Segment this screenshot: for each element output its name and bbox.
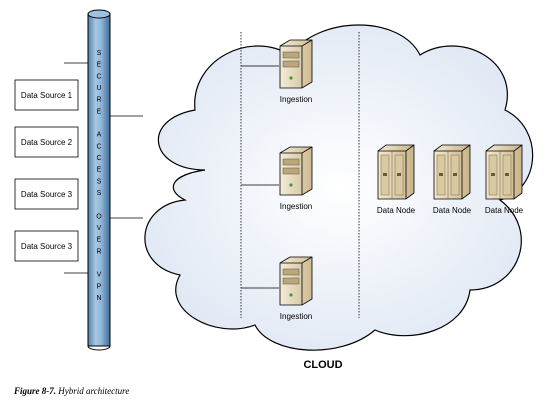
server-icon	[279, 39, 313, 89]
svg-text:Data Source 3: Data Source 3	[21, 242, 73, 251]
rack-server-icon	[485, 144, 523, 200]
figure-number: Figure 8-7.	[14, 386, 57, 396]
svg-text:Data Node: Data Node	[377, 206, 416, 215]
pipe-letter: S	[97, 178, 102, 185]
data-source-box: Data Source 1	[14, 79, 79, 111]
svg-text:Ingestion: Ingestion	[280, 95, 312, 104]
svg-text:Data Node: Data Node	[433, 206, 472, 215]
ingestion-server: Ingestion	[279, 146, 313, 211]
pipe-letter: A	[97, 132, 102, 139]
svg-text:Ingestion: Ingestion	[280, 202, 312, 211]
ingestion-server: Ingestion	[279, 256, 313, 321]
cloud-label: CLOUD	[303, 359, 342, 371]
data-source-box: Data Source 2	[14, 126, 79, 158]
pipe-letter: C	[96, 143, 101, 150]
data-node-server: Data Node	[377, 144, 416, 215]
pipe-letter: V	[97, 225, 102, 232]
pipe-letter: E	[97, 62, 102, 69]
svg-text:Ingestion: Ingestion	[280, 312, 312, 321]
cloud	[144, 24, 534, 351]
rack-server-icon	[377, 144, 415, 200]
server-icon	[279, 256, 313, 306]
svg-text:Data Source 2: Data Source 2	[21, 138, 73, 147]
pipe-letter: E	[97, 167, 102, 174]
pipe-letter: O	[96, 213, 102, 220]
pipe-letter: U	[96, 85, 101, 92]
pipe-letter: R	[96, 248, 101, 255]
data-source-box: Data Source 3	[14, 230, 79, 262]
pipe-letter: V	[97, 272, 102, 279]
pipe-connectors	[64, 62, 279, 289]
pipe-letter: E	[97, 237, 102, 244]
svg-text:Data Node: Data Node	[485, 206, 524, 215]
data-node-server: Data Node	[485, 144, 524, 215]
figure-caption: Figure 8-7. Hybrid architecture	[14, 386, 129, 396]
pipe-letter: C	[96, 73, 101, 80]
figure-title: Hybrid architecture	[58, 386, 130, 396]
rack-server-icon	[433, 144, 471, 200]
pipe-letter: S	[97, 50, 102, 57]
server-icon	[279, 146, 313, 196]
svg-text:Data Source 3: Data Source 3	[21, 190, 73, 199]
pipe-letter: P	[97, 283, 102, 290]
pipe-letter: S	[97, 190, 102, 197]
pipe-letter: E	[97, 108, 102, 115]
svg-text:Data Source 1: Data Source 1	[21, 91, 73, 100]
data-node-server: Data Node	[433, 144, 472, 215]
pipe-letter: R	[96, 97, 101, 104]
ingestion-server: Ingestion	[279, 39, 313, 104]
data-source-box: Data Source 3	[14, 178, 79, 210]
pipe-letter: N	[96, 295, 101, 302]
pipe-letter: C	[96, 155, 101, 162]
